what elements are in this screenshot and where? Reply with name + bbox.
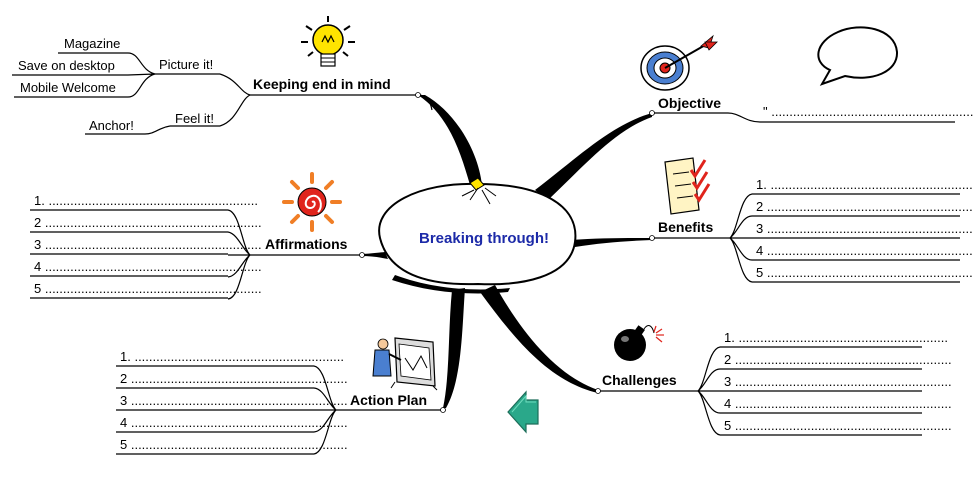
branch-affirmations-label: Affirmations: [265, 236, 348, 252]
subtopic-feel-label: Feel it!: [175, 111, 214, 126]
benefits-item-label: 1. .....................................…: [756, 177, 973, 192]
affirmations-item-label: 1. .....................................…: [34, 193, 258, 208]
leaf-save-on-desktop[interactable]: Save on desktop: [12, 58, 128, 76]
objective-quote: " ......................................…: [763, 104, 973, 119]
action-item[interactable]: 4 ......................................…: [116, 415, 348, 433]
central-topic[interactable]: Breaking through!: [378, 182, 577, 286]
action-item[interactable]: 2 ......................................…: [116, 371, 348, 389]
affirmations-items: 1. .....................................…: [30, 193, 262, 299]
action-item-label: 5 ......................................…: [120, 437, 348, 452]
branch-objective-label: Objective: [658, 95, 721, 111]
challenges-item[interactable]: 1. .....................................…: [720, 330, 948, 348]
benefits-item-label: 2 ......................................…: [756, 199, 973, 214]
benefits-item[interactable]: 1. .....................................…: [752, 177, 973, 195]
speech-bubble-icon: [817, 26, 899, 86]
challenges-item[interactable]: 2 ......................................…: [720, 352, 952, 370]
challenges-item[interactable]: 5 ......................................…: [720, 418, 952, 436]
breakthrough-spark-icon: [461, 177, 497, 205]
benefits-item[interactable]: 4 ......................................…: [752, 243, 973, 261]
feel-connector: [144, 125, 171, 135]
benefits-item[interactable]: 2 ......................................…: [752, 199, 973, 217]
affirmations-item[interactable]: 5 ......................................…: [30, 281, 262, 299]
branch-challenges-label: Challenges: [602, 372, 677, 388]
subtopic-picture-label: Picture it!: [159, 57, 213, 72]
action-item[interactable]: 1. .....................................…: [116, 349, 344, 367]
challenges-item[interactable]: 3 ......................................…: [720, 374, 952, 392]
affirmations-item[interactable]: 1. .....................................…: [30, 193, 258, 211]
affirmations-item-label: 2 ......................................…: [34, 215, 262, 230]
leaf-magazine-label: Magazine: [64, 36, 120, 51]
branch-action-plan[interactable]: Action Plan: [336, 392, 446, 413]
affirmations-item[interactable]: 4 ......................................…: [30, 259, 262, 277]
challenges-item-label: 2 ......................................…: [724, 352, 952, 367]
branch-benefits[interactable]: Benefits: [649, 219, 731, 241]
benefits-item[interactable]: 3 ......................................…: [752, 221, 973, 239]
lightbulb-icon: [301, 16, 355, 67]
branch-benefits-label: Benefits: [658, 219, 713, 235]
leaf-magazine[interactable]: Magazine: [58, 36, 128, 54]
action-item-label: 2 ......................................…: [120, 371, 348, 386]
action-item-label: 3 ......................................…: [120, 393, 348, 408]
action-item[interactable]: 5 ......................................…: [116, 437, 348, 455]
leaf-anchor[interactable]: Anchor!: [85, 118, 145, 135]
affirmations-item[interactable]: 3 ......................................…: [30, 237, 262, 255]
affirmations-item-label: 3 ......................................…: [34, 237, 262, 252]
branch-keeping[interactable]: Keeping end in mind: [250, 76, 433, 111]
branch-objective[interactable]: Objective " ............................…: [649, 95, 973, 123]
back-arrow-icon[interactable]: [507, 390, 539, 434]
action-plan-items: 1. .....................................…: [116, 349, 348, 455]
benefits-item-label: 4 ......................................…: [756, 243, 973, 258]
person-at-easel-icon: [372, 337, 438, 391]
challenges-item-label: 3 ......................................…: [724, 374, 952, 389]
leaf-anchor-label: Anchor!: [89, 118, 134, 133]
leaf-mobile-welcome[interactable]: Mobile Welcome: [14, 80, 128, 98]
target-arrow-icon: [640, 34, 718, 91]
action-item-label: 4 ......................................…: [120, 415, 348, 430]
central-connectors: [362, 95, 652, 408]
affirmations-item[interactable]: 2 ......................................…: [30, 215, 262, 233]
branch-affirmations[interactable]: Affirmations: [250, 236, 365, 258]
bomb-icon: [614, 325, 664, 361]
branch-action-plan-label: Action Plan: [350, 392, 427, 408]
sun-swirl-icon: [282, 172, 342, 232]
branch-keeping-label: Keeping end in mind: [253, 76, 391, 92]
challenges-item-label: 1. .....................................…: [724, 330, 948, 345]
challenges-items: 1. .....................................…: [720, 330, 952, 436]
affirmations-item-label: 5 ......................................…: [34, 281, 262, 296]
subtopic-feel[interactable]: Feel it!: [170, 111, 220, 127]
affirmations-connector: [227, 209, 251, 300]
challenges-item-label: 4 ......................................…: [724, 396, 952, 411]
picture-connector: [127, 52, 156, 98]
challenges-item[interactable]: 4 ......................................…: [720, 396, 952, 414]
keeping-connector: [219, 73, 251, 127]
subtopic-picture[interactable]: Picture it!: [155, 57, 220, 75]
leaf-save-on-desktop-label: Save on desktop: [18, 58, 115, 73]
central-topic-label: Breaking through!: [419, 230, 549, 247]
action-plan-connector: [313, 365, 337, 455]
challenges-item-label: 5 ......................................…: [724, 418, 952, 433]
benefits-item-label: 3 ......................................…: [756, 221, 973, 236]
benefits-items: 1. .....................................…: [752, 177, 973, 283]
leaf-mobile-welcome-label: Mobile Welcome: [20, 80, 116, 95]
benefits-connector: [729, 193, 753, 283]
checklist-icon: [664, 157, 711, 215]
action-item-label: 1. .....................................…: [120, 349, 344, 364]
benefits-item[interactable]: 5 ......................................…: [752, 265, 973, 283]
action-item[interactable]: 3 ......................................…: [116, 393, 348, 411]
branch-challenges[interactable]: Challenges: [595, 372, 699, 394]
affirmations-item-label: 4 ......................................…: [34, 259, 262, 274]
benefits-item-label: 5 ......................................…: [756, 265, 973, 280]
challenges-connector: [697, 346, 721, 436]
